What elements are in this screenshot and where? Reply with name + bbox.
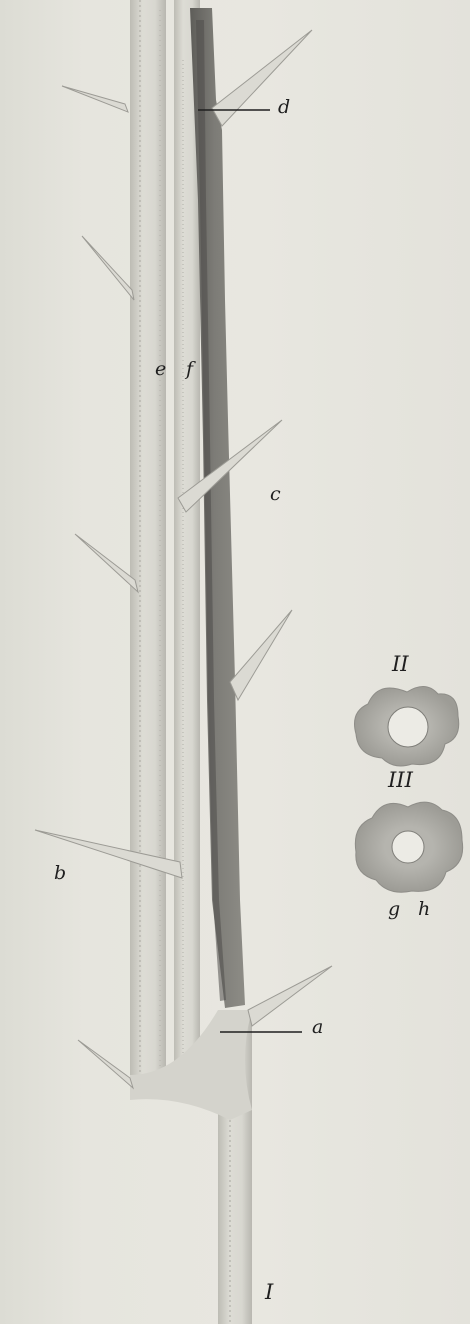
label-a: a — [312, 1018, 323, 1037]
label-b: b — [54, 864, 66, 883]
label-d: d — [278, 98, 290, 117]
figure-number-iii: III — [388, 770, 413, 791]
label-h: h — [418, 900, 430, 919]
label-e: e — [155, 360, 166, 379]
label-c: c — [270, 485, 281, 504]
figure-number-ii: II — [392, 654, 409, 675]
figure-number-i: I — [265, 1282, 273, 1303]
label-g: g — [388, 900, 400, 919]
middle-stem — [174, 0, 200, 1090]
left-stem — [130, 0, 166, 1090]
label-f: f — [186, 360, 193, 379]
cross-section-ii — [355, 686, 459, 766]
cross-section-iii — [355, 802, 462, 892]
